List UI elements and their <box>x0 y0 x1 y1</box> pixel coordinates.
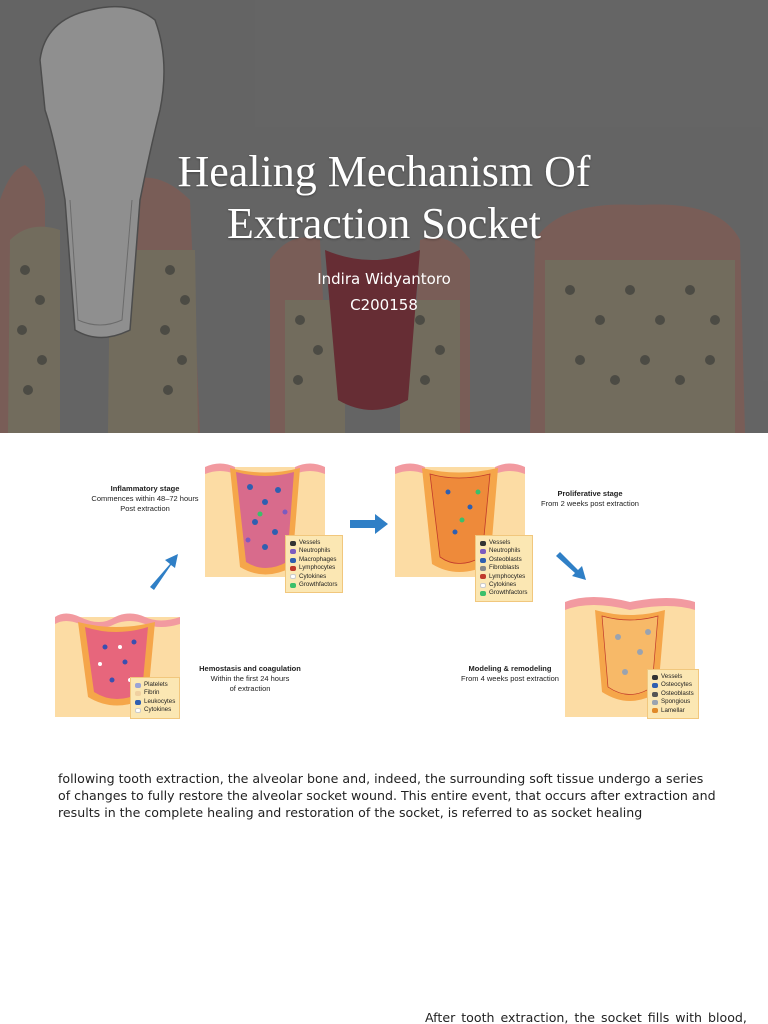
arrow-up-icon <box>150 554 178 590</box>
title-block: Healing Mechanism Of Extraction Socket I… <box>0 146 768 318</box>
legend-remodeling: Vessels Osteocytes Osteoblasts Spongious… <box>647 669 699 720</box>
title-line-2: Extraction Socket <box>226 199 541 248</box>
stage-label-proliferative: Proliferative stage From 2 weeks post ex… <box>541 489 639 508</box>
body-paragraph: following tooth extraction, the alveolar… <box>58 771 716 820</box>
legend-inflammatory: Vessels Neutrophils Macrophages Lymphocy… <box>285 535 343 594</box>
title-line-1: Healing Mechanism Of <box>177 147 591 196</box>
legend-proliferative: Vessels Neutrophils Osteoblasts Fibrobla… <box>475 535 533 602</box>
healing-stages-diagram: Hemostasis and coagulation Within the fi… <box>50 452 720 742</box>
stage-label-inflammatory: Inflammatory stage Commences within 48–7… <box>91 484 199 513</box>
arrow-right-icon <box>350 514 388 534</box>
slide-title: Healing Mechanism Of Extraction Socket <box>0 146 768 250</box>
title-overlay <box>0 0 768 433</box>
arrow-down-icon <box>556 552 586 580</box>
author-name: Indira Widyantoro <box>317 270 451 288</box>
stage-label-remodeling: Modeling & remodeling From 4 weeks post … <box>461 664 559 683</box>
remodeling-socket <box>565 597 695 717</box>
author-id: C200158 <box>350 296 418 314</box>
author-block: Indira Widyantoro C200158 <box>0 266 768 318</box>
stage-arrows <box>150 514 586 590</box>
legend-hemostasis: Platelets Fibrin Leukocytes Cytokines <box>130 677 181 719</box>
body-paragraph-continued: After tooth extraction, the socket fills… <box>425 1010 747 1024</box>
title-slide: Healing Mechanism Of Extraction Socket I… <box>0 0 768 433</box>
stage-label-hemostasis: Hemostasis and coagulation Within the fi… <box>199 664 301 693</box>
